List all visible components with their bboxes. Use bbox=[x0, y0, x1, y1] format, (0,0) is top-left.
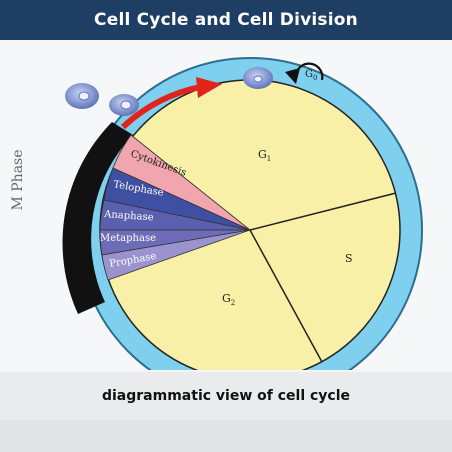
g0-cell bbox=[243, 67, 273, 89]
g2-label: G2 bbox=[222, 292, 235, 307]
m-phase-band bbox=[62, 122, 133, 314]
page-title: Cell Cycle and Cell Division bbox=[94, 10, 358, 30]
cell-cycle-diagram: G0 G1 S G2 Cytokinesis Telophase Anaphas… bbox=[0, 40, 452, 370]
caption-band: diagrammatic view of cell cycle bbox=[0, 372, 452, 420]
metaphase-label: Metaphase bbox=[100, 233, 156, 244]
prophase-wedge bbox=[101, 229, 251, 281]
daughter-cell-2 bbox=[109, 94, 139, 116]
caption: diagrammatic view of cell cycle bbox=[101, 388, 351, 404]
title-banner: Cell Cycle and Cell Division bbox=[0, 0, 452, 40]
g1-label: G1 bbox=[258, 148, 271, 163]
arrow-head bbox=[196, 77, 222, 98]
m-phase-label: M Phase bbox=[10, 149, 26, 211]
g0-arrow-head bbox=[285, 68, 300, 84]
s-g2-divider bbox=[249, 229, 323, 363]
footer-band bbox=[0, 420, 452, 452]
cell-cycle-svg: G0 G1 S G2 Cytokinesis Telophase Anaphas… bbox=[62, 57, 423, 370]
s-label: S bbox=[345, 252, 353, 265]
anaphase-label: Anaphase bbox=[103, 209, 154, 224]
g0-label: G0 bbox=[305, 69, 317, 82]
daughter-cell-1 bbox=[65, 83, 99, 109]
g1-s-divider bbox=[249, 192, 397, 231]
cycle-direction-arrow bbox=[120, 84, 201, 130]
